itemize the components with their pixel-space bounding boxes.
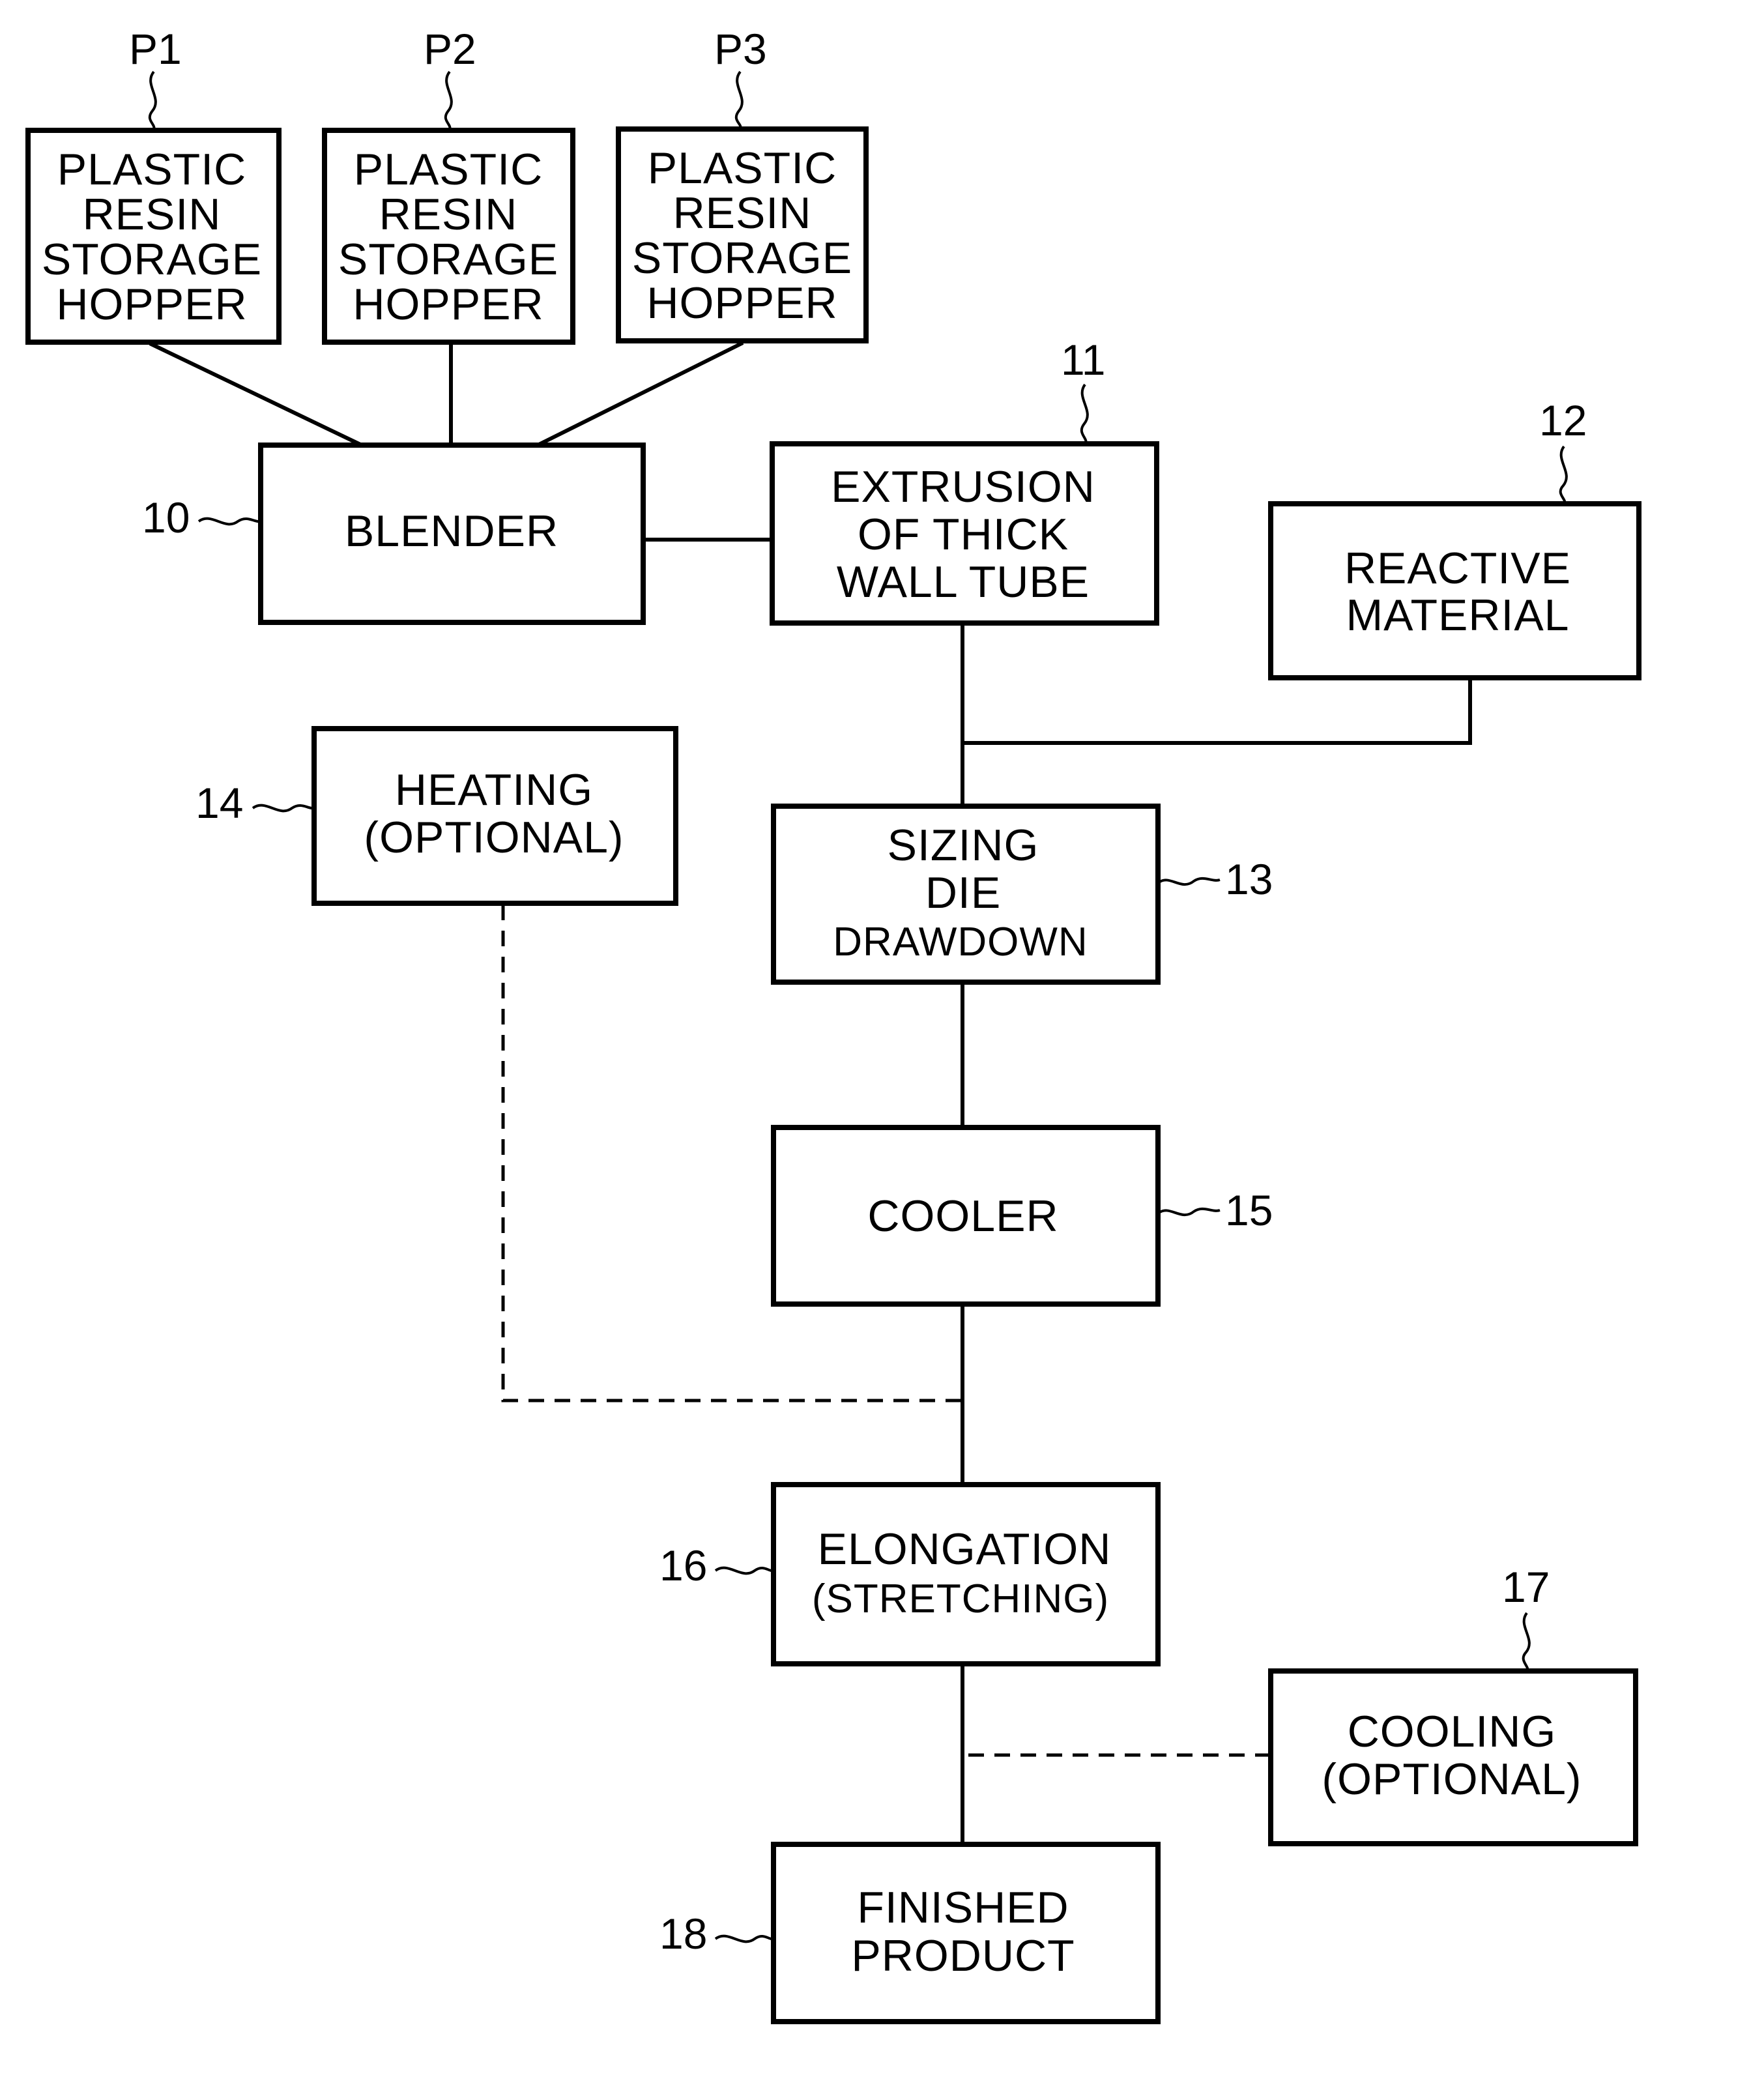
node-cooler-label: COOLER [867, 1191, 1058, 1241]
leader-sizing [1158, 879, 1220, 884]
ref-reactive: 12 [1539, 396, 1587, 444]
node-reactive-label: REACTIVEMATERIAL [1344, 544, 1571, 640]
ref-p1: P1 [129, 25, 182, 73]
leader-extrusion [1082, 385, 1088, 444]
node-elongation-label: ELONGATION(STRETCHING) [812, 1524, 1112, 1621]
leader-cooling [1524, 1613, 1529, 1671]
leader-finished [716, 1936, 774, 1942]
node-blender: BLENDER [261, 445, 643, 622]
ref-p2: P2 [424, 25, 476, 73]
leader-blender [199, 519, 261, 525]
ref-blender: 10 [142, 493, 190, 542]
ref-finished: 18 [659, 1910, 707, 1958]
node-elongation-box [774, 1485, 1158, 1664]
ref-extrusion: 11 [1061, 336, 1106, 384]
leader-p3 [736, 72, 742, 129]
node-p2: PLASTICRESINSTORAGEHOPPER [325, 130, 573, 342]
node-blender-label: BLENDER [345, 506, 558, 556]
node-finished: FINISHEDPRODUCT [774, 1844, 1158, 2022]
leader-cooler [1158, 1209, 1220, 1215]
node-p1-label: PLASTICRESINSTORAGEHOPPER [42, 145, 262, 329]
node-cooling-label: COOLING(OPTIONAL) [1322, 1707, 1582, 1804]
ref-heating: 14 [195, 779, 243, 827]
node-p2-label: PLASTICRESINSTORAGEHOPPER [338, 145, 558, 329]
node-extrusion: EXTRUSIONOF THICKWALL TUBE [772, 444, 1157, 623]
node-reactive: REACTIVEMATERIAL [1271, 504, 1639, 678]
node-finished-label: FINISHEDPRODUCT [851, 1883, 1075, 1981]
leader-p2 [446, 72, 452, 130]
node-p3-label: PLASTICRESINSTORAGEHOPPER [632, 143, 852, 328]
ref-elongation: 16 [659, 1541, 707, 1590]
ref-cooling: 17 [1502, 1563, 1550, 1611]
node-cooler: COOLER [774, 1127, 1158, 1304]
edge-p3-blender [538, 343, 743, 445]
ref-p3: P3 [714, 25, 767, 73]
leader-elongation [716, 1568, 774, 1574]
ref-sizing: 13 [1225, 855, 1273, 903]
ref-cooler: 15 [1225, 1186, 1273, 1234]
node-sizing: SIZINGDIEDRAWDOWN [774, 806, 1158, 982]
node-extrusion-label: EXTRUSIONOF THICKWALL TUBE [831, 462, 1095, 607]
node-p3: PLASTICRESINSTORAGEHOPPER [618, 129, 866, 341]
node-elongation: ELONGATION(STRETCHING) [774, 1485, 1158, 1664]
node-p1: PLASTICRESINSTORAGEHOPPER [28, 130, 279, 342]
node-heating: HEATING(OPTIONAL) [314, 729, 676, 903]
node-cooling: COOLING(OPTIONAL) [1271, 1671, 1636, 1844]
leader-heating [253, 806, 314, 811]
leader-reactive [1561, 446, 1567, 504]
node-heating-label: HEATING(OPTIONAL) [364, 765, 624, 862]
edge-reactive-sizing [962, 678, 1470, 743]
edge-p1-blender [150, 343, 362, 445]
leader-p1 [150, 72, 156, 130]
